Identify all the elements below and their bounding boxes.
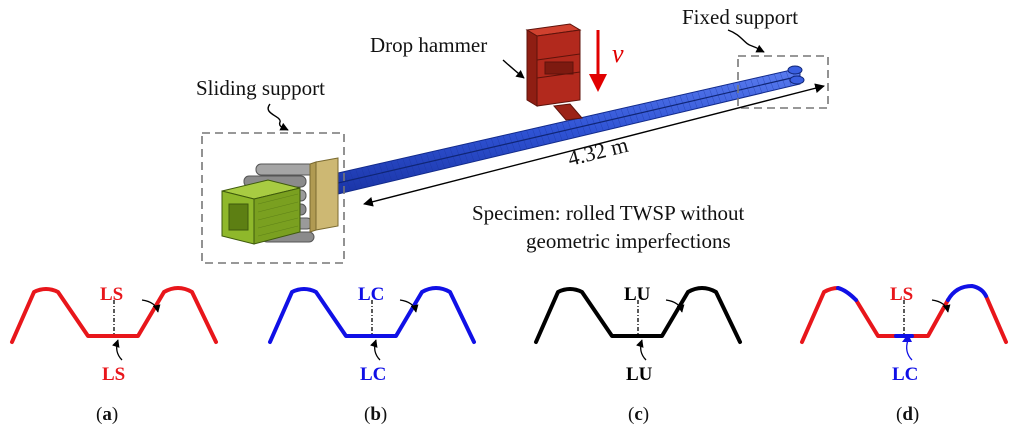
profile-c-top-label: LU: [624, 284, 651, 305]
profile-c: LU LU: [534, 284, 742, 385]
profile-b-outline: [268, 286, 476, 344]
velocity-symbol: v: [612, 39, 624, 68]
drop-hammer-leader: [502, 59, 525, 79]
profile-a: LS LS: [10, 284, 218, 385]
length-dimension-line: [363, 83, 825, 207]
profile-a-top-label: LS: [100, 284, 123, 305]
profile-d: LS LC: [800, 284, 1008, 385]
profile-d-bottom-label: LC: [892, 364, 918, 385]
profile-d-outline-red: [800, 286, 1008, 344]
profile-c-bottom-label: LU: [626, 364, 653, 385]
profile-b-bottom-label: LC: [360, 364, 386, 385]
profile-a-outline: [10, 286, 218, 344]
profile-d-top-label: LS: [890, 284, 913, 305]
profile-c-outline: [534, 286, 742, 344]
caption-d: (d): [896, 404, 919, 425]
end-plate: [315, 157, 339, 231]
caption-b: (b): [364, 404, 387, 425]
caption-d-letter: d: [902, 404, 913, 425]
caption-a: (a): [96, 404, 118, 425]
caption-c-letter: c: [634, 404, 642, 425]
profile-d-outline-blue: [836, 284, 988, 338]
drop-hammer: [525, 23, 583, 121]
profile-a-bottom-label: LS: [102, 364, 125, 385]
sliding-support-leader: [267, 103, 289, 131]
caption-a-letter: a: [102, 404, 112, 425]
support-box: [221, 179, 301, 245]
caption-b-letter: b: [370, 404, 381, 425]
sliding-support-label: Sliding support: [196, 76, 325, 100]
profile-b: LC LC: [268, 284, 476, 385]
specimen-label-line2: geometric imperfections: [526, 229, 731, 253]
fixed-support-label: Fixed support: [682, 5, 798, 29]
sliding-support: [221, 157, 339, 245]
specimen-label-line1: Specimen: rolled TWSP without: [472, 201, 745, 225]
fixed-support-leader: [727, 29, 765, 53]
caption-c: (c): [628, 404, 649, 425]
drop-hammer-label: Drop hammer: [370, 33, 487, 57]
profile-b-top-label: LC: [358, 284, 384, 305]
sliding-support-box: [201, 132, 345, 264]
velocity-arrow: [589, 30, 607, 92]
